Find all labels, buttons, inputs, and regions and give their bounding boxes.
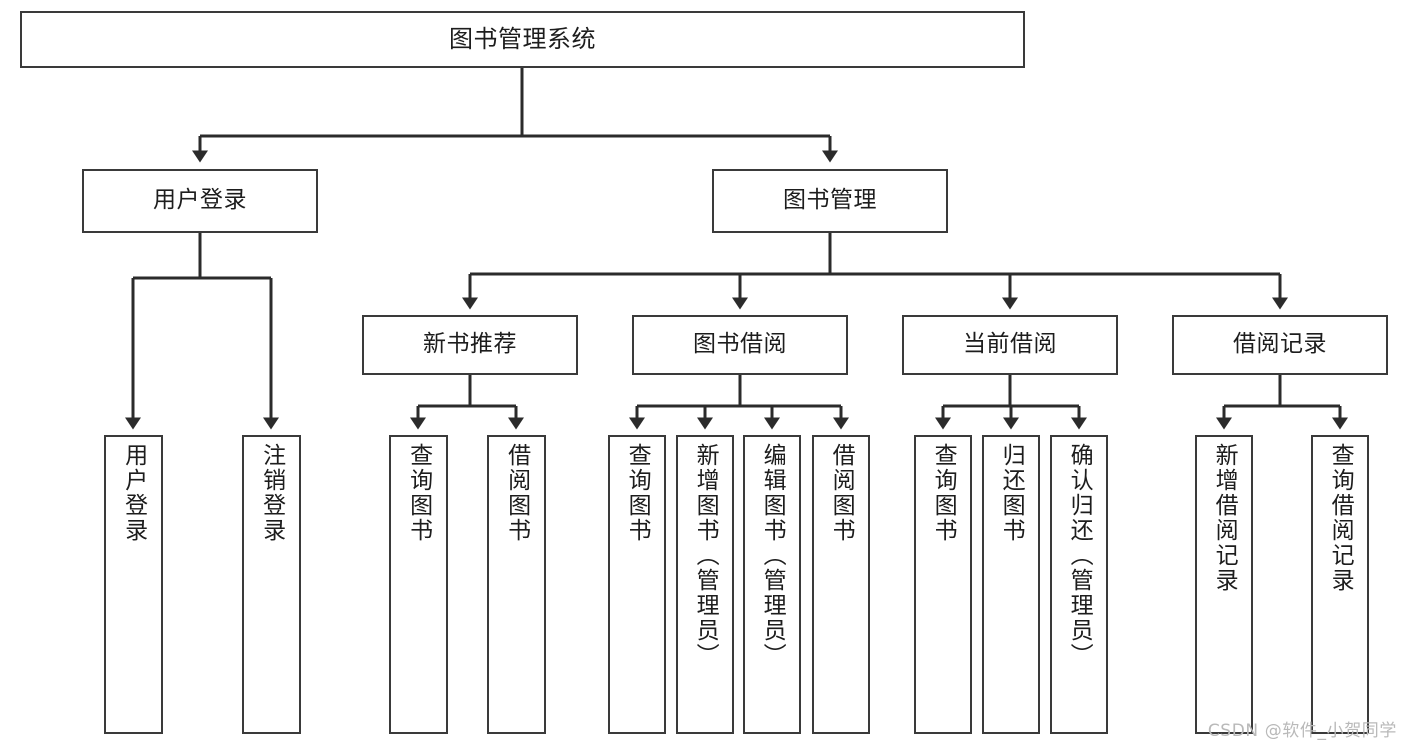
node-leaf-return-book[interactable]: 归还图书 bbox=[982, 435, 1040, 734]
node-book-borrow[interactable]: 图书借阅 bbox=[632, 315, 848, 375]
node-leaf-add-book-label: 新增图书（管理员） bbox=[692, 443, 719, 668]
node-current-borrow[interactable]: 当前借阅 bbox=[902, 315, 1118, 375]
node-borrow-record-label: 借阅记录 bbox=[1233, 331, 1327, 358]
node-leaf-borrow-book-2[interactable]: 借阅图书 bbox=[812, 435, 870, 734]
node-current-borrow-label: 当前借阅 bbox=[963, 331, 1057, 358]
node-leaf-add-record-label: 新增借阅记录 bbox=[1211, 443, 1238, 593]
node-root[interactable]: 图书管理系统 bbox=[20, 11, 1025, 68]
node-leaf-query-book-3[interactable]: 查询图书 bbox=[914, 435, 972, 734]
node-leaf-add-book[interactable]: 新增图书（管理员） bbox=[676, 435, 734, 734]
node-leaf-query-book-2-label: 查询图书 bbox=[624, 443, 651, 543]
node-book-borrow-label: 图书借阅 bbox=[693, 331, 787, 358]
node-leaf-user-login[interactable]: 用户登录 bbox=[104, 435, 163, 734]
node-leaf-logout-login-label: 注销登录 bbox=[258, 443, 285, 543]
node-leaf-edit-book-label: 编辑图书（管理员） bbox=[759, 443, 786, 668]
node-leaf-query-record[interactable]: 查询借阅记录 bbox=[1311, 435, 1369, 734]
node-leaf-logout-login[interactable]: 注销登录 bbox=[242, 435, 301, 734]
node-new-book-recommend-label: 新书推荐 bbox=[423, 331, 517, 358]
node-leaf-query-book-1-label: 查询图书 bbox=[405, 443, 432, 543]
node-new-book-recommend[interactable]: 新书推荐 bbox=[362, 315, 578, 375]
node-leaf-edit-book[interactable]: 编辑图书（管理员） bbox=[743, 435, 801, 734]
node-leaf-add-record[interactable]: 新增借阅记录 bbox=[1195, 435, 1253, 734]
node-user-login[interactable]: 用户登录 bbox=[82, 169, 318, 233]
node-user-login-label: 用户登录 bbox=[153, 187, 247, 214]
node-leaf-borrow-book-1-label: 借阅图书 bbox=[503, 443, 530, 543]
node-leaf-confirm-return-label: 确认归还（管理员） bbox=[1066, 443, 1093, 668]
node-book-manage-label: 图书管理 bbox=[783, 187, 877, 214]
node-leaf-user-login-label: 用户登录 bbox=[120, 443, 147, 543]
node-leaf-borrow-book-1[interactable]: 借阅图书 bbox=[487, 435, 546, 734]
node-leaf-borrow-book-2-label: 借阅图书 bbox=[828, 443, 855, 543]
node-leaf-query-book-3-label: 查询图书 bbox=[930, 443, 957, 543]
node-leaf-query-book-2[interactable]: 查询图书 bbox=[608, 435, 666, 734]
node-leaf-return-book-label: 归还图书 bbox=[998, 443, 1025, 543]
node-leaf-query-record-label: 查询借阅记录 bbox=[1327, 443, 1354, 593]
node-leaf-confirm-return[interactable]: 确认归还（管理员） bbox=[1050, 435, 1108, 734]
csdn-watermark: CSDN @软件_小贺同学 bbox=[1207, 721, 1397, 741]
node-borrow-record[interactable]: 借阅记录 bbox=[1172, 315, 1388, 375]
node-leaf-query-book-1[interactable]: 查询图书 bbox=[389, 435, 448, 734]
node-root-label: 图书管理系统 bbox=[449, 25, 596, 54]
node-book-manage[interactable]: 图书管理 bbox=[712, 169, 948, 233]
